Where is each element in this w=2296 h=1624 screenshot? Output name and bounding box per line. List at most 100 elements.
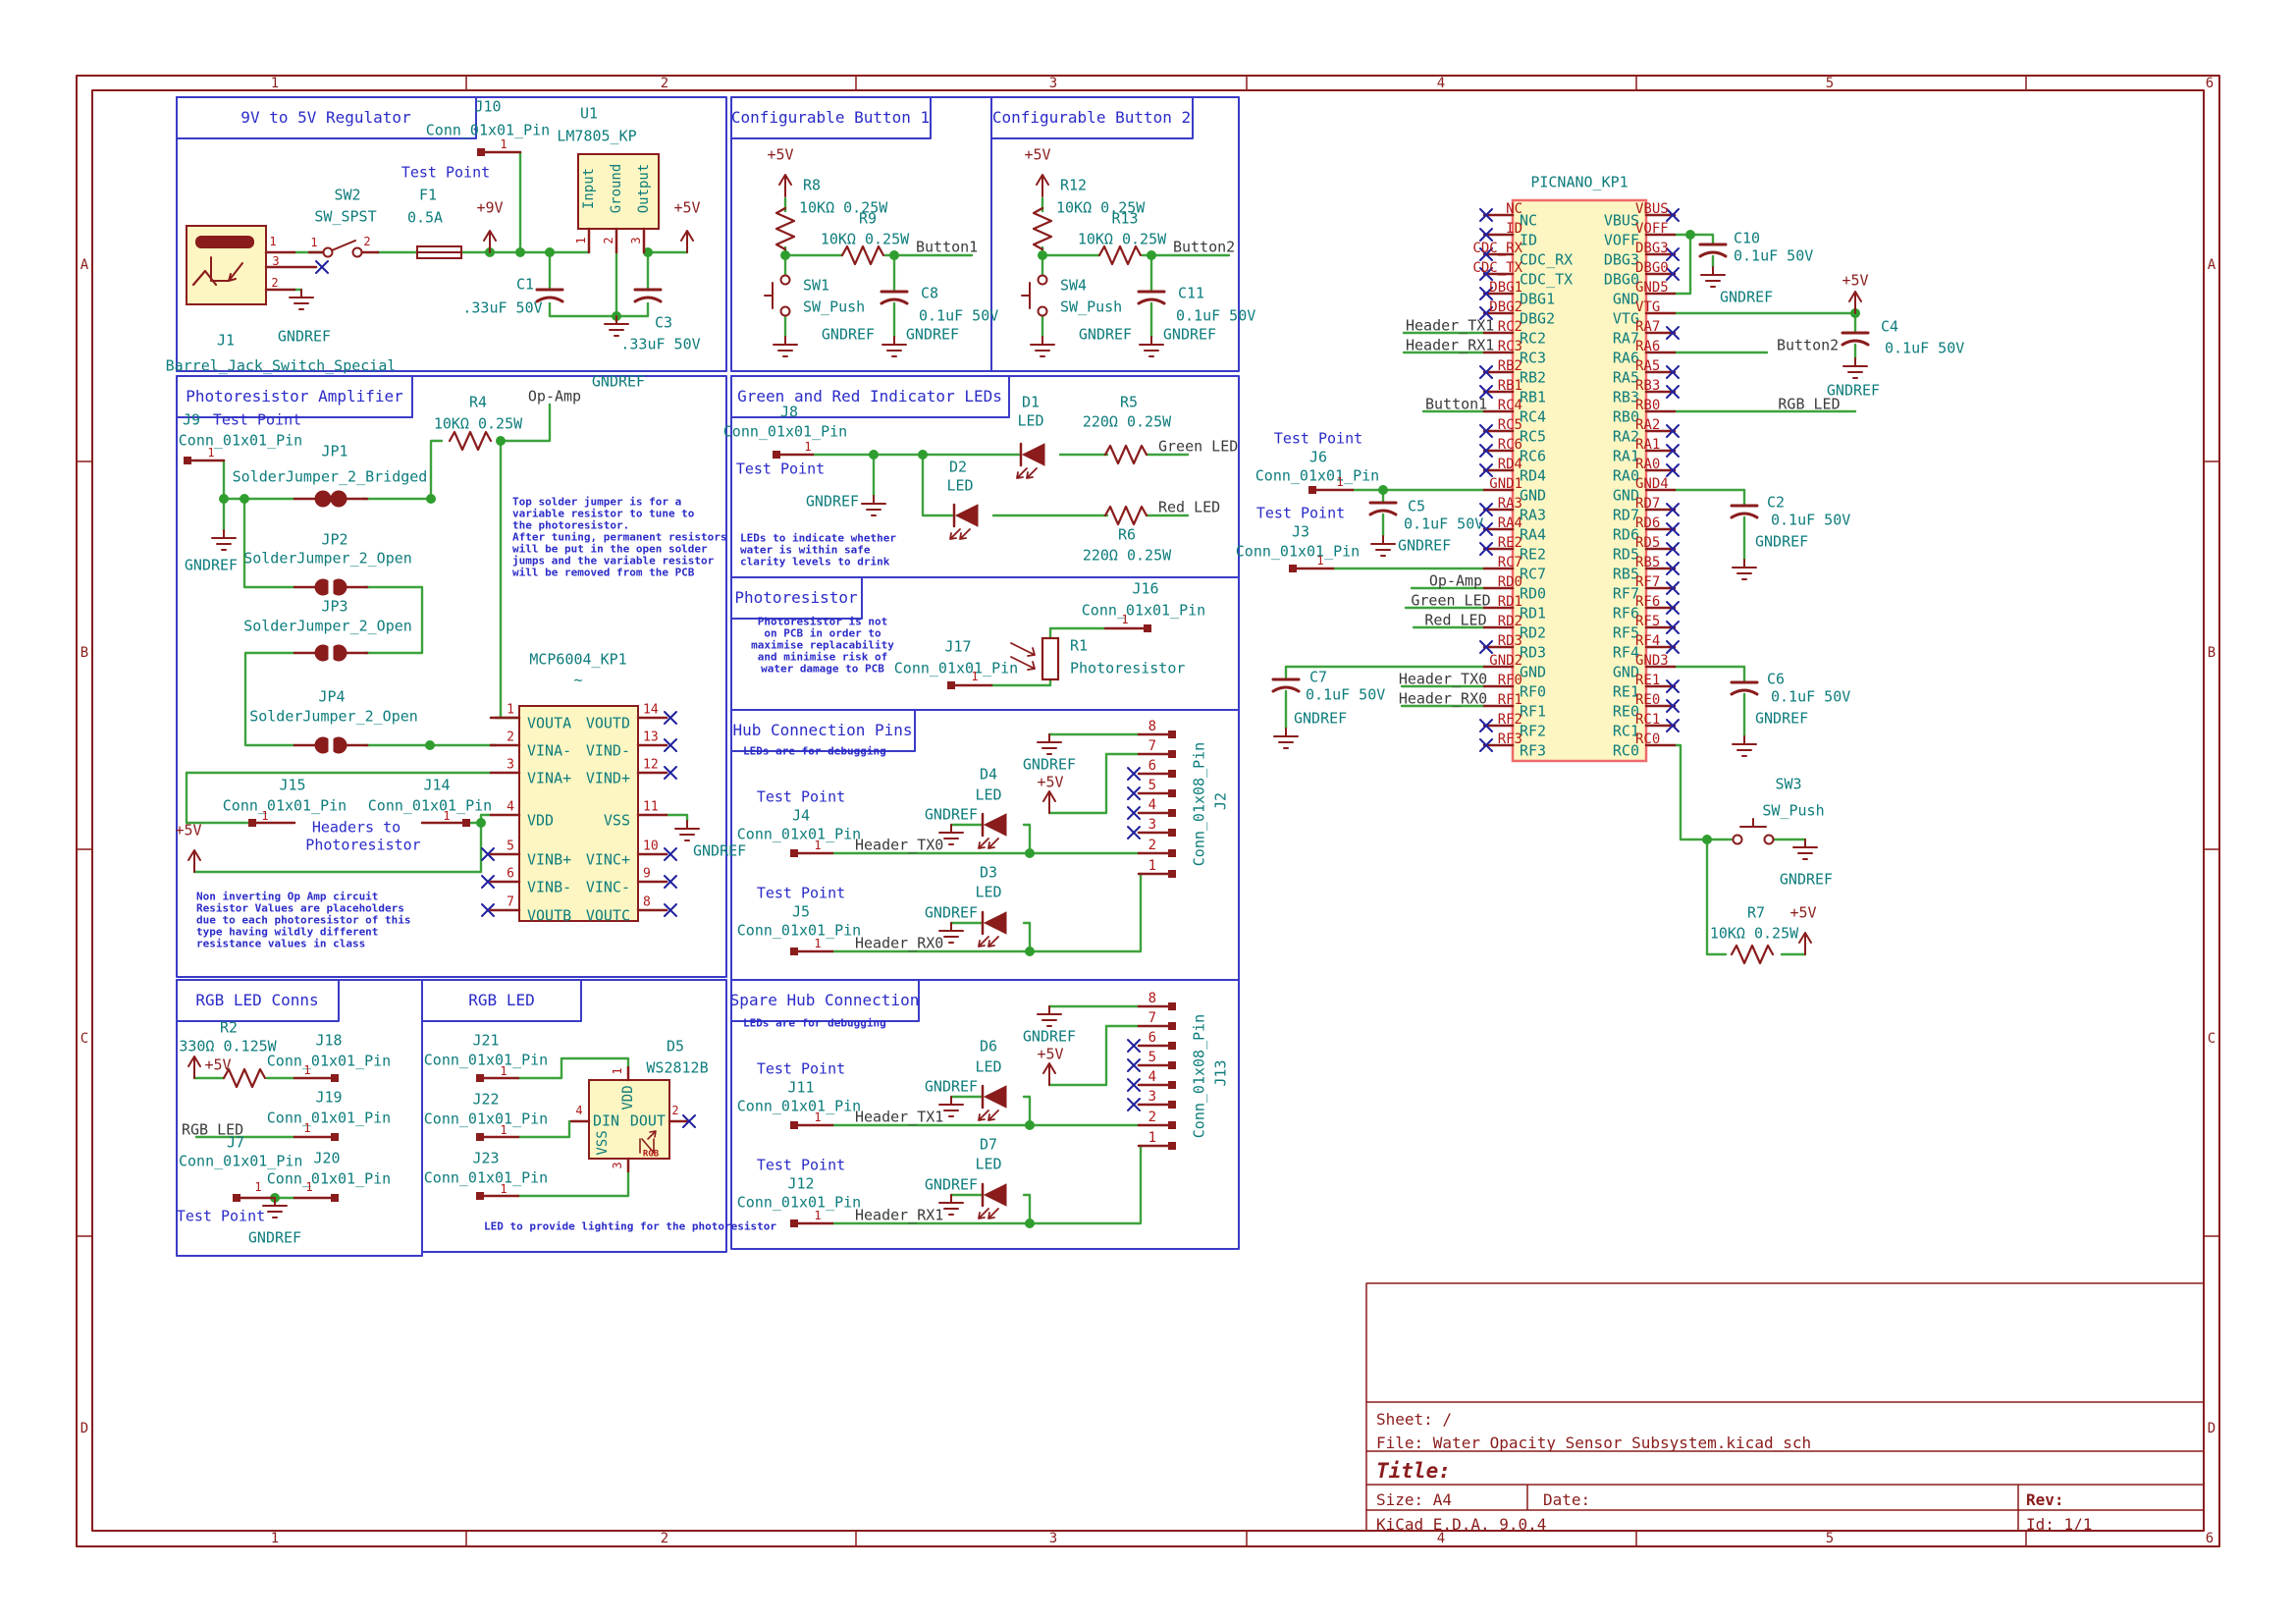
junction bbox=[1685, 230, 1695, 240]
schematic-text: +5V bbox=[1842, 271, 1869, 290]
push-switch bbox=[1037, 274, 1048, 286]
schematic-text: 1 bbox=[574, 237, 588, 244]
picnano-body bbox=[1511, 198, 1648, 763]
gndref-symbol bbox=[938, 1194, 964, 1216]
no-connect-x bbox=[1479, 522, 1493, 536]
section-box-amp bbox=[176, 375, 727, 978]
no-connect-x bbox=[1666, 208, 1680, 222]
schematic-text: Conn_01x01_Pin bbox=[367, 796, 493, 815]
pin-name: RC1 bbox=[1612, 722, 1639, 740]
pin-name: RC3 bbox=[1520, 349, 1547, 367]
schematic-text: Conn_01x01_Pin bbox=[266, 1169, 392, 1188]
schematic-text: GNDREF bbox=[247, 1228, 302, 1247]
frame-column: 2 bbox=[660, 76, 669, 91]
schematic-text: +5V bbox=[673, 198, 701, 217]
schematic-text: D7 bbox=[979, 1135, 998, 1154]
conn8-ref: J2 bbox=[1211, 791, 1230, 811]
junction bbox=[476, 818, 486, 828]
push-switch bbox=[1732, 834, 1743, 845]
schematic-text: will be removed from the PCB bbox=[512, 566, 695, 579]
pin-number: ID bbox=[1506, 221, 1522, 237]
schematic-text: water damage to PCB bbox=[761, 662, 884, 676]
pin-name: CDC_RX bbox=[1520, 250, 1574, 269]
junction bbox=[1038, 250, 1047, 260]
pin-name: RC0 bbox=[1612, 741, 1639, 760]
no-connect-x bbox=[1666, 463, 1680, 477]
led-symbol bbox=[983, 911, 1007, 935]
schematic-text: Red LED bbox=[1158, 498, 1221, 516]
schematic-text: Conn_01x01_Pin bbox=[266, 1109, 392, 1127]
sheet-outer-border bbox=[76, 75, 2220, 1547]
schematic-text: Test Point bbox=[212, 410, 302, 429]
schematic-text: LED bbox=[1017, 411, 1044, 430]
power-arrow bbox=[187, 1056, 201, 1079]
schematic-text: 0.1uF 50V bbox=[1771, 687, 1851, 706]
schematic-text: C5 bbox=[1408, 497, 1426, 515]
conn8-pad bbox=[1168, 870, 1176, 878]
pin-name: RA2 bbox=[1612, 427, 1639, 446]
conn8-pad bbox=[1168, 750, 1176, 758]
schematic-text: 1 bbox=[310, 236, 318, 249]
schematic-text: R5 bbox=[1119, 393, 1139, 411]
no-connect-x bbox=[1666, 699, 1680, 713]
pin-number: RF0 bbox=[1497, 673, 1522, 688]
connector-pad bbox=[790, 947, 798, 955]
pin-number: RB0 bbox=[1635, 398, 1661, 413]
schematic-text: LM7805_KP bbox=[557, 127, 637, 145]
schematic-text: GNDREF bbox=[924, 1175, 979, 1194]
pin-name: RA6 bbox=[1612, 349, 1639, 367]
titleblock-border bbox=[1365, 1282, 2205, 1532]
schematic-text: Conn_01x01_Pin bbox=[423, 1051, 549, 1069]
schematic-text: GNDREF bbox=[924, 903, 979, 922]
schematic-text: Header_TX0 bbox=[855, 836, 944, 854]
push-switch bbox=[1037, 305, 1048, 317]
pin-number: RB2 bbox=[1497, 358, 1522, 374]
junction bbox=[1025, 947, 1035, 956]
gndref-symbol bbox=[881, 336, 907, 357]
schematic-text: Conn_01x01_Pin bbox=[423, 1110, 549, 1128]
schematic-text: 1 bbox=[443, 809, 451, 823]
led-symbol bbox=[983, 1085, 1007, 1109]
pin-number: 4 bbox=[507, 799, 514, 815]
pin-number: 8 bbox=[1148, 719, 1156, 734]
pin-number: 2 bbox=[1148, 838, 1156, 853]
schematic-text: F1 bbox=[418, 186, 438, 204]
schematic-text: R4 bbox=[468, 393, 488, 411]
gndref-symbol bbox=[938, 1096, 964, 1117]
pin-number: 8 bbox=[1148, 991, 1156, 1006]
section-titlebox-cb2 bbox=[990, 96, 1194, 139]
schematic-text: GNDREF bbox=[184, 556, 239, 574]
schematic-text: Test Point bbox=[1255, 504, 1346, 522]
push-switch bbox=[1021, 282, 1031, 309]
pin-name: RA3 bbox=[1520, 506, 1547, 524]
schematic-text: J21 bbox=[472, 1031, 500, 1050]
gndref-symbol bbox=[938, 824, 964, 845]
power-arrow bbox=[1036, 174, 1049, 197]
conn8-pad bbox=[1168, 1002, 1176, 1010]
schematic-text: Conn_01x01_Pin bbox=[736, 921, 862, 940]
section-titlebox-spare bbox=[730, 979, 920, 1022]
pin-number: 3 bbox=[507, 757, 514, 773]
power-arrow bbox=[1042, 1062, 1056, 1086]
schematic-text: Header_TX0 bbox=[1398, 670, 1488, 688]
schematic-text: GNDREF bbox=[1779, 870, 1834, 889]
schematic-text: Button2 bbox=[1173, 238, 1236, 256]
frame-column: 5 bbox=[1825, 1531, 1835, 1546]
schematic-text: Header_RX0 bbox=[1398, 689, 1488, 708]
pin-number: DBG3 bbox=[1635, 241, 1669, 256]
schematic-text: 1 bbox=[500, 1182, 507, 1196]
schematic-text: Test Point bbox=[735, 460, 826, 478]
junction bbox=[780, 250, 790, 260]
solder-jumper bbox=[314, 644, 332, 662]
schematic-text: Test Point bbox=[756, 787, 846, 806]
schematic-text: J22 bbox=[472, 1090, 500, 1109]
pin-name: RC5 bbox=[1520, 427, 1547, 446]
capacitor bbox=[1137, 298, 1166, 305]
pin-name: RA5 bbox=[1612, 368, 1639, 387]
schematic-text: J19 bbox=[315, 1088, 343, 1107]
schematic-text: Input bbox=[581, 167, 597, 210]
pin-name: DBG3 bbox=[1603, 250, 1639, 269]
pin-number: 1 bbox=[1148, 1130, 1156, 1146]
schematic-text: WS2812B bbox=[646, 1058, 709, 1077]
